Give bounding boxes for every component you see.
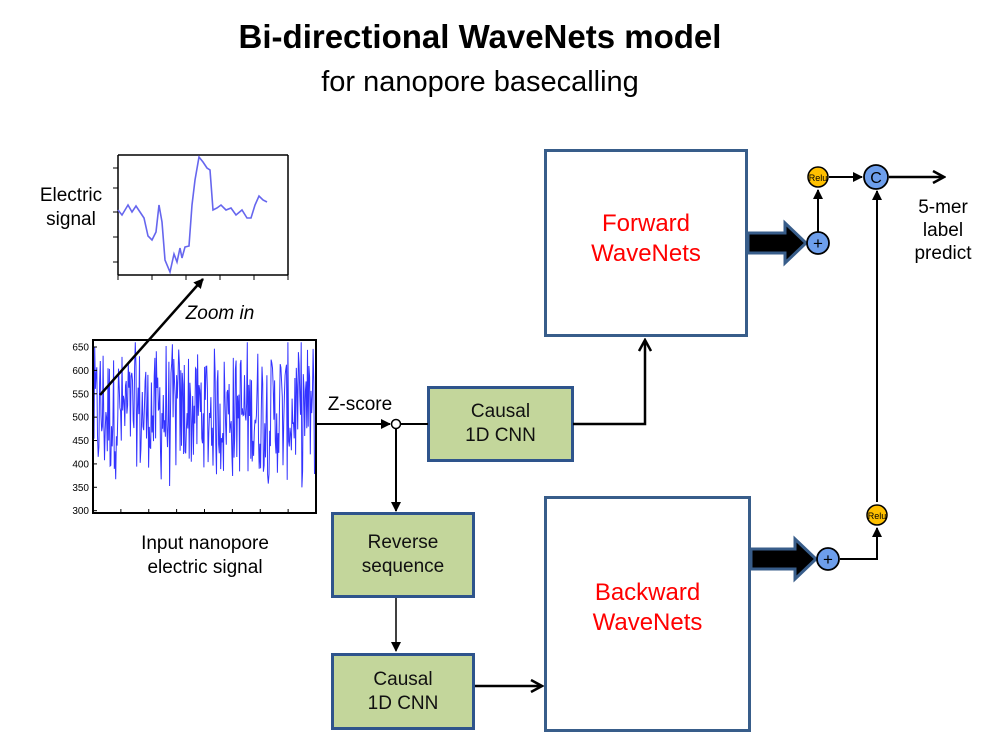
y-tick-label: 500 — [72, 413, 89, 424]
forward-wavenets-line2: WaveNets — [591, 240, 701, 267]
output-label: 5-mer label predict — [898, 196, 988, 265]
backward-output-block-arrow — [749, 535, 819, 583]
input-signal-plot: 650 600 550 500 450 400 350 300 — [72, 339, 317, 517]
causal-cnn-bottom-box: Causal 1D CNN — [331, 653, 475, 730]
plus-icon: + — [823, 550, 833, 569]
zoom-signal-plot — [113, 154, 289, 280]
input-signal-line — [93, 342, 315, 488]
y-tick-label: 450 — [72, 436, 89, 447]
plus-to-relu-bottom-arrow — [840, 527, 882, 560]
input-signal-caption-line1: Input nanopore — [141, 533, 269, 554]
causal-cnn-top-line1: Causal — [470, 401, 531, 422]
output-label-line1: 5-mer — [918, 197, 968, 218]
causal-to-forward-arrow — [573, 340, 645, 426]
split-junction — [390, 418, 402, 430]
concat-node: C — [863, 164, 889, 190]
zoom-in-label: Zoom in — [185, 303, 255, 324]
forward-wavenets-box: Forward WaveNets — [544, 149, 748, 337]
relu-label: Relu — [809, 173, 828, 183]
reverse-sequence-line1: Reverse — [367, 532, 439, 553]
causal-cnn-bottom-line2: 1D CNN — [367, 692, 439, 714]
y-tick-label: 300 — [72, 506, 89, 517]
electric-signal-label-line1: Electric — [39, 185, 103, 206]
y-tick-label: 600 — [72, 366, 89, 377]
zoom-signal-line — [117, 155, 268, 275]
plus-icon: + — [813, 234, 823, 253]
y-tick-label: 350 — [72, 483, 89, 494]
backward-wavenets-line2: WaveNets — [592, 609, 703, 636]
reverse-sequence-line2: sequence — [361, 556, 445, 577]
input-signal-caption: Input nanopore electric signal — [105, 532, 305, 580]
causal-cnn-top-line2: 1D CNN — [465, 425, 536, 446]
y-tick-label: 550 — [72, 389, 89, 400]
relu-node-backward: Relu — [866, 504, 888, 526]
relu-node-forward: Relu — [807, 166, 829, 188]
output-label-line2: label — [922, 220, 964, 241]
relu-label: Relu — [868, 511, 887, 521]
backward-wavenets-box: Backward WaveNets — [544, 496, 751, 732]
y-tick-label: 650 — [72, 343, 89, 354]
zscore-label: Z-score — [327, 394, 393, 415]
concat-label: C — [870, 170, 882, 187]
input-signal-caption-line2: electric signal — [147, 557, 263, 578]
electric-signal-label: Electric signal — [30, 184, 112, 232]
plus-node-backward: + — [816, 547, 840, 571]
electric-signal-label-line2: signal — [46, 209, 96, 230]
diagram-subtitle: for nanopore basecalling — [321, 66, 639, 98]
diagram-title: Bi-directional WaveNets model — [238, 18, 722, 55]
y-tick-label: 400 — [72, 459, 89, 470]
output-label-line3: predict — [914, 243, 972, 264]
input-signal-trace — [93, 342, 315, 488]
zoom-in-arrow — [99, 278, 204, 396]
reverse-sequence-box: Reverse sequence — [331, 512, 475, 598]
forward-output-block-arrow — [746, 219, 809, 267]
forward-wavenets-line1: Forward — [601, 210, 691, 237]
backward-wavenets-line1: Backward — [594, 579, 701, 606]
causal-cnn-top-box: Causal 1D CNN — [427, 386, 574, 462]
causal-cnn-bottom-line1: Causal — [373, 668, 433, 690]
plus-node-forward: + — [806, 231, 830, 255]
